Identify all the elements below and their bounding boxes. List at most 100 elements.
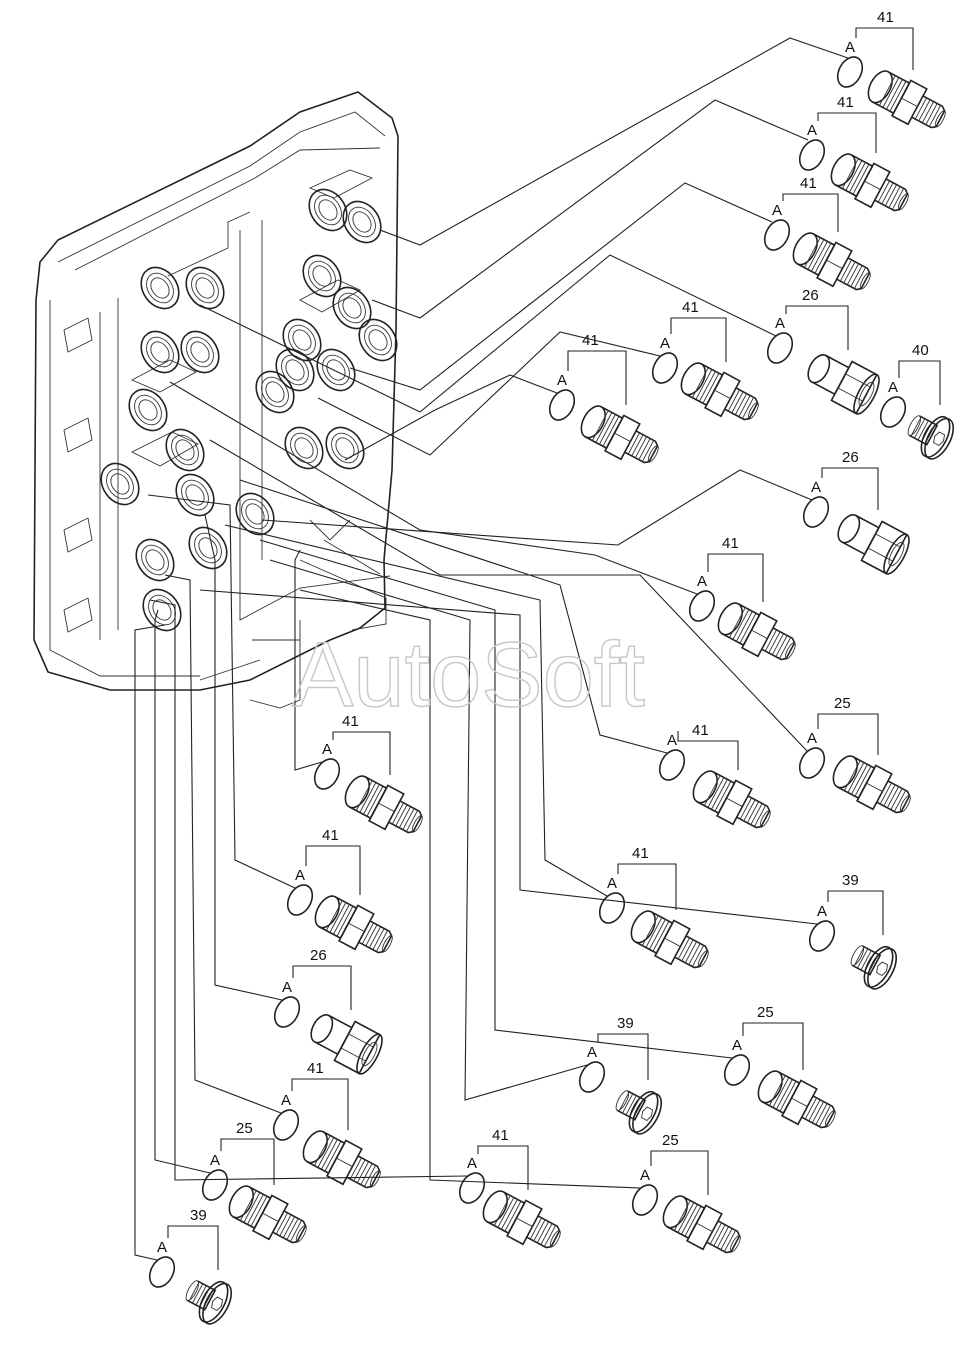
o-ring (313, 758, 341, 790)
callout-c21: 41A (458, 1127, 561, 1249)
port (165, 428, 205, 472)
leader-line (299, 589, 641, 1189)
adapter-part (807, 354, 880, 415)
leader-line (261, 469, 813, 546)
part-number-label: 40 (912, 342, 929, 359)
ring-label: A (322, 741, 332, 758)
o-ring (802, 496, 830, 528)
port (275, 348, 315, 392)
fitting-part (692, 770, 771, 829)
o-ring (766, 332, 794, 364)
port (302, 254, 342, 298)
callout-c10: 25A (798, 695, 911, 814)
leader-line (269, 559, 588, 1101)
callout-c14: 41A (313, 713, 423, 834)
leader-line (371, 99, 809, 319)
o-ring (548, 389, 576, 421)
plug-part (615, 1090, 663, 1135)
callout-c5: 40A (879, 342, 955, 460)
fitting-part (680, 362, 759, 421)
fitting-part (717, 602, 796, 661)
port (255, 370, 295, 414)
port (140, 266, 180, 310)
callout-c11: 41A (658, 722, 771, 829)
o-ring (723, 1054, 751, 1086)
port (358, 318, 398, 362)
port (128, 388, 168, 432)
o-ring (631, 1184, 659, 1216)
part-number-label: 41 (322, 827, 339, 844)
port (175, 473, 215, 517)
ring-label: A (557, 372, 567, 389)
callout-c18: 39A (578, 1015, 663, 1135)
ring-label: A (817, 903, 827, 920)
fitting-part (482, 1190, 561, 1249)
leader-line (134, 624, 166, 1261)
fitting-part (580, 405, 659, 464)
ring-label: A (732, 1037, 742, 1054)
plug-part (850, 945, 898, 990)
part-number-label: 25 (662, 1132, 679, 1149)
port (100, 462, 140, 506)
callout-c17: 25A (723, 1004, 836, 1129)
callout-c23: 39A (148, 1207, 233, 1325)
port (316, 348, 356, 392)
leader-line (199, 589, 818, 925)
part-number-label: 41 (682, 299, 699, 316)
ring-label: A (807, 730, 817, 747)
port (180, 330, 220, 374)
callout-c3: 41A (763, 175, 871, 291)
callout-c12: 41A (598, 845, 709, 969)
part-number-label: 41 (692, 722, 709, 739)
fitting-part (302, 1130, 381, 1189)
fitting-part (757, 1070, 836, 1129)
plug-part (185, 1280, 233, 1325)
fitting-part (867, 70, 946, 129)
port (284, 426, 324, 470)
part-number-label: 25 (834, 695, 851, 712)
port (342, 200, 382, 244)
leader-lines (134, 37, 849, 1261)
callout-c6: 41A (651, 299, 759, 421)
ring-label: A (811, 479, 821, 496)
leader-line (349, 182, 773, 391)
fitting-part (662, 1195, 741, 1254)
leader-line (344, 374, 558, 461)
ring-label: A (775, 315, 785, 332)
o-ring (879, 396, 907, 428)
o-ring (201, 1169, 229, 1201)
part-number-label: 39 (190, 1207, 207, 1224)
callout-c4: 26A (766, 287, 880, 415)
o-ring (272, 1109, 300, 1141)
o-ring (798, 747, 826, 779)
leader-line (164, 574, 282, 1114)
port (135, 538, 175, 582)
fitting-part (630, 910, 709, 969)
port (142, 588, 182, 632)
port (185, 266, 225, 310)
watermark: AutoSoft (292, 624, 645, 726)
part-number-label: 41 (837, 94, 854, 111)
fitting-part (830, 153, 909, 212)
ring-label: A (888, 379, 898, 396)
ring-label: A (467, 1155, 477, 1172)
part-number-label: 41 (877, 9, 894, 26)
part-number-label: 26 (802, 287, 819, 304)
part-number-label: 25 (236, 1120, 253, 1137)
part-number-label: 25 (757, 1004, 774, 1021)
ring-label: A (587, 1044, 597, 1061)
ring-label: A (157, 1239, 167, 1256)
callout-c7: 41A (548, 332, 659, 464)
port (140, 330, 180, 374)
part-number-label: 26 (842, 449, 859, 466)
callout-c2: 41A (798, 94, 909, 212)
ring-label: A (295, 867, 305, 884)
o-ring (458, 1172, 486, 1204)
leader-line (259, 539, 733, 1059)
plug-part (907, 415, 955, 460)
ring-label: A (772, 202, 782, 219)
adapter-part (310, 1014, 383, 1075)
leader-line (224, 524, 608, 897)
valve-block (33, 91, 399, 709)
valve-ports (100, 188, 398, 632)
